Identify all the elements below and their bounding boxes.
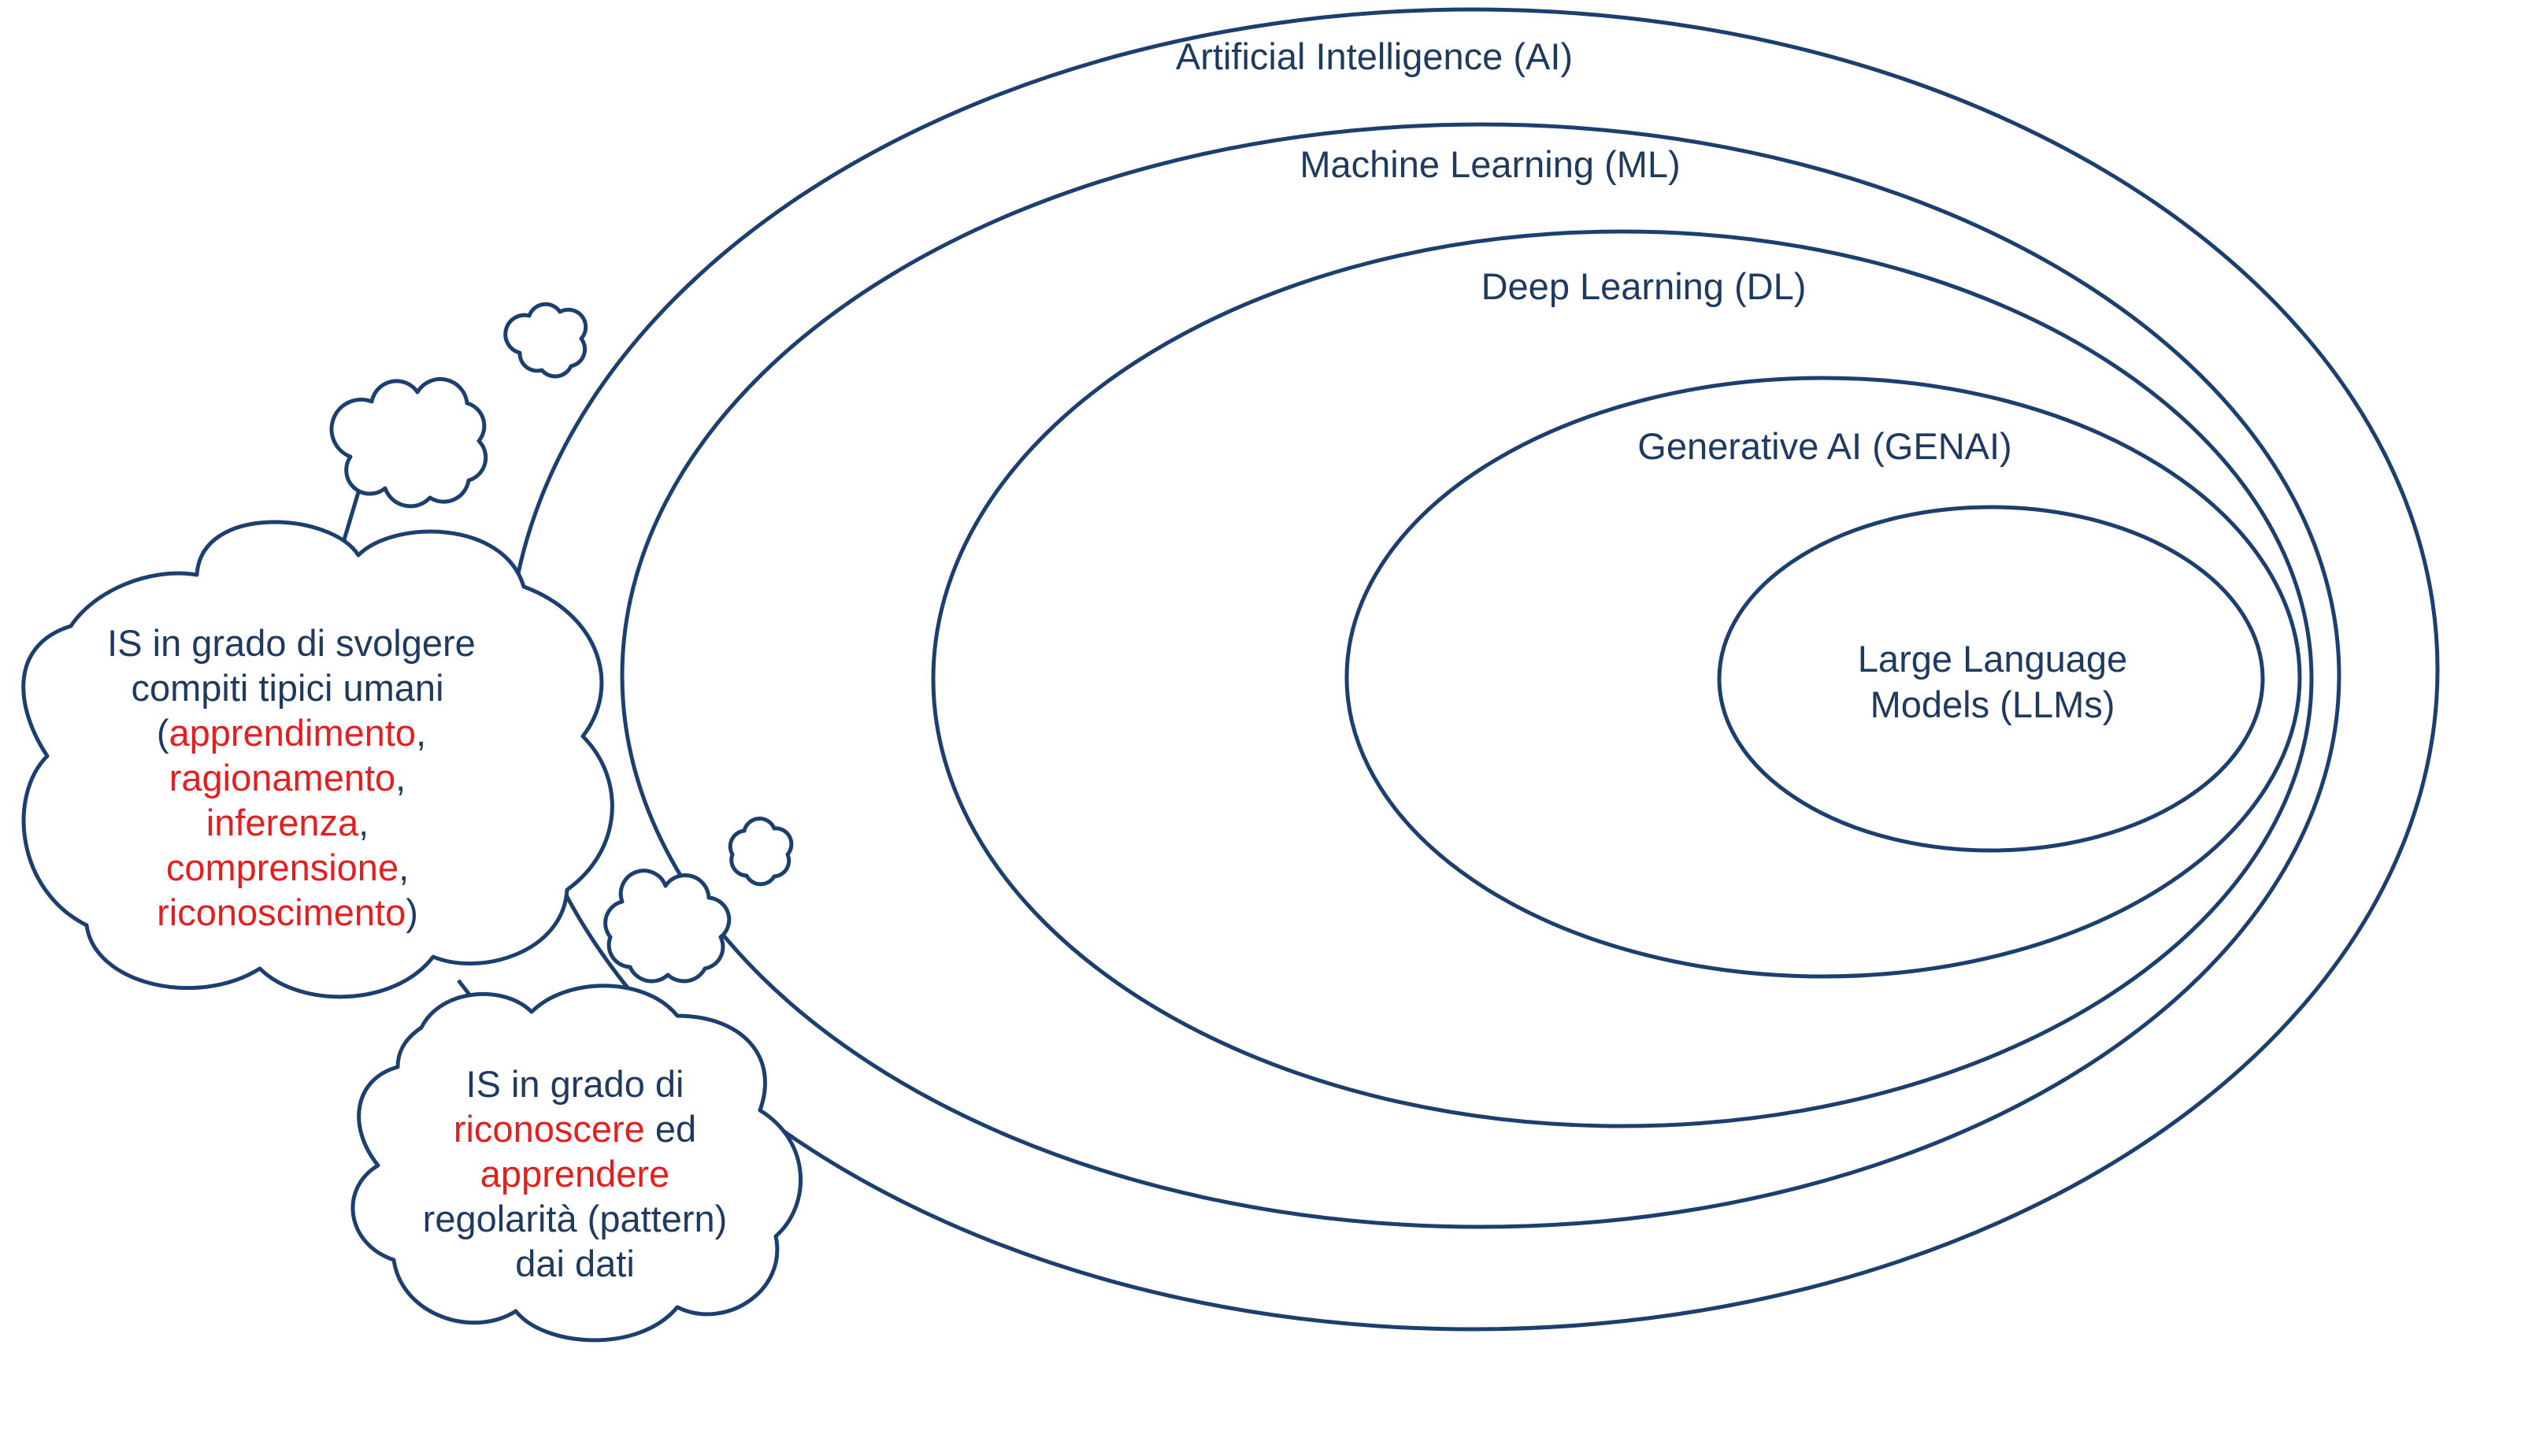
comma: , (358, 802, 369, 843)
comma: , (395, 757, 406, 798)
ai-callout-line-5: inferenza, (206, 802, 369, 843)
ml-callout-line-4: regolarità (pattern) (423, 1198, 728, 1239)
open-paren: ( (157, 712, 169, 754)
ai-thought-bubble-small (503, 302, 588, 379)
ai-callout-line-6: comprensione, (166, 847, 409, 888)
ml-thought-bubble-small (728, 817, 794, 887)
ai-set-label: Artificial Intelligence (AI) (1176, 35, 1573, 77)
skill-apprendere: apprendere (480, 1153, 669, 1195)
ml-definition-cloud (350, 984, 803, 1343)
skill-riconoscimento: riconoscimento (157, 891, 406, 933)
close-paren: ) (406, 891, 418, 933)
genai-set-ellipse (1344, 376, 2302, 979)
skill-comprensione: comprensione (166, 847, 399, 888)
ai-callout-line-2: compiti tipici umani (131, 667, 443, 709)
ai-callout-line-4: ragionamento, (169, 757, 406, 798)
ai-callout-line-3: (apprendimento, (157, 712, 426, 754)
llm-set-label-line2: Models (LLMs) (1870, 684, 2115, 725)
ml-set-ellipse (620, 122, 2341, 1229)
ml-thought-bubble-medium (603, 869, 732, 984)
ml-set-label: Machine Learning (ML) (1299, 143, 1680, 185)
ml-callout-line-5: dai dati (515, 1243, 635, 1284)
skill-ragionamento: ragionamento (169, 757, 395, 798)
conjunction: ed (645, 1108, 696, 1150)
ai-definition-cloud (21, 520, 614, 999)
comma: , (416, 712, 426, 754)
ai-callout-line-1: IS in grado di svolgere (107, 622, 476, 664)
ml-callout-line-1: IS in grado di (466, 1063, 684, 1105)
llm-set-ellipse (1717, 505, 2265, 853)
skill-riconoscere: riconoscere (454, 1108, 645, 1150)
ml-callout-line-3: apprendere (480, 1153, 669, 1195)
skill-inferenza: inferenza (206, 802, 359, 843)
ml-callout-line-2: riconoscere ed (454, 1108, 696, 1150)
skill-apprendimento: apprendimento (169, 712, 417, 754)
llm-set-label-line1: Large Language (1858, 638, 2127, 680)
comma: , (399, 847, 409, 888)
dl-set-ellipse (931, 229, 2314, 1128)
ai-set-ellipse (506, 7, 2440, 1332)
ai-thought-bubble-medium (329, 377, 488, 509)
dl-set-label: Deep Learning (DL) (1481, 265, 1807, 307)
genai-set-label: Generative AI (GENAI) (1637, 425, 2011, 467)
ai-callout-line-7: riconoscimento) (157, 891, 418, 933)
